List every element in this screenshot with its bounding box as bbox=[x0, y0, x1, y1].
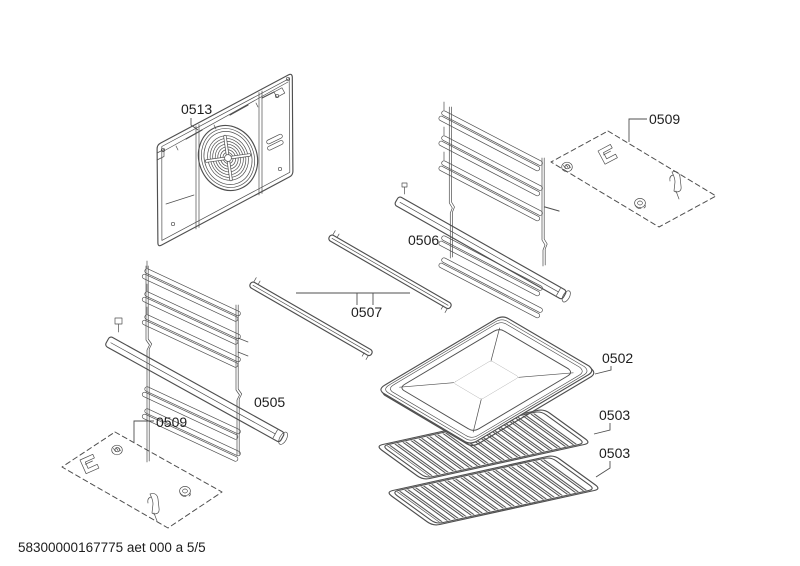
dashed-kit-box bbox=[550, 130, 717, 228]
part-label-0513: 0513 bbox=[181, 101, 212, 117]
panel-inner-edge bbox=[161, 78, 291, 241]
screw-marks bbox=[160, 76, 291, 227]
pull-out-rails-0507 bbox=[245, 229, 456, 362]
part-label-0502: 0502 bbox=[602, 350, 633, 366]
mounting-kit-bottom-left-0509 bbox=[61, 431, 223, 529]
side-rack-left-0505 bbox=[105, 260, 288, 463]
document-reference: 58300000167775 aet 000 a 5/5 bbox=[18, 540, 206, 555]
part-label-0505: 0505 bbox=[254, 394, 285, 410]
mounting-kit-top-right-0509 bbox=[550, 130, 717, 228]
label-0503-upper: 0503 bbox=[593, 407, 630, 435]
grommet-part bbox=[179, 486, 191, 497]
part-label-0503-lower: 0503 bbox=[599, 445, 630, 461]
panel-flange bbox=[161, 81, 289, 153]
part-label-0503-upper: 0503 bbox=[599, 407, 630, 423]
label-0513: 0513 bbox=[181, 101, 212, 131]
part-label-0506: 0506 bbox=[408, 232, 439, 248]
bracket-part bbox=[79, 453, 100, 475]
label-0507: 0507 bbox=[296, 292, 410, 320]
rack-front-rail bbox=[105, 336, 288, 445]
label-0502: 0502 bbox=[594, 350, 633, 375]
side-rack-right-0506 bbox=[394, 101, 571, 319]
baking-tray-0502 bbox=[380, 316, 595, 446]
rack-front-rail bbox=[394, 196, 571, 303]
part-label-0509-bottom: 0509 bbox=[156, 414, 187, 430]
part-label-0507: 0507 bbox=[351, 304, 382, 320]
grommet-part bbox=[634, 198, 646, 209]
nut-part bbox=[111, 444, 123, 456]
label-0509-top: 0509 bbox=[628, 111, 680, 142]
label-0509-bottom: 0509 bbox=[133, 414, 187, 442]
clip-part bbox=[669, 171, 682, 200]
back-panel-0513 bbox=[156, 73, 294, 247]
fan-icon bbox=[197, 124, 259, 192]
dashed-kit-box bbox=[61, 431, 223, 529]
bracket-part bbox=[597, 144, 618, 165]
vent-slots bbox=[266, 133, 284, 151]
label-0503-lower: 0503 bbox=[595, 445, 630, 478]
part-label-0509-top: 0509 bbox=[649, 111, 680, 127]
nut-part bbox=[561, 161, 573, 173]
